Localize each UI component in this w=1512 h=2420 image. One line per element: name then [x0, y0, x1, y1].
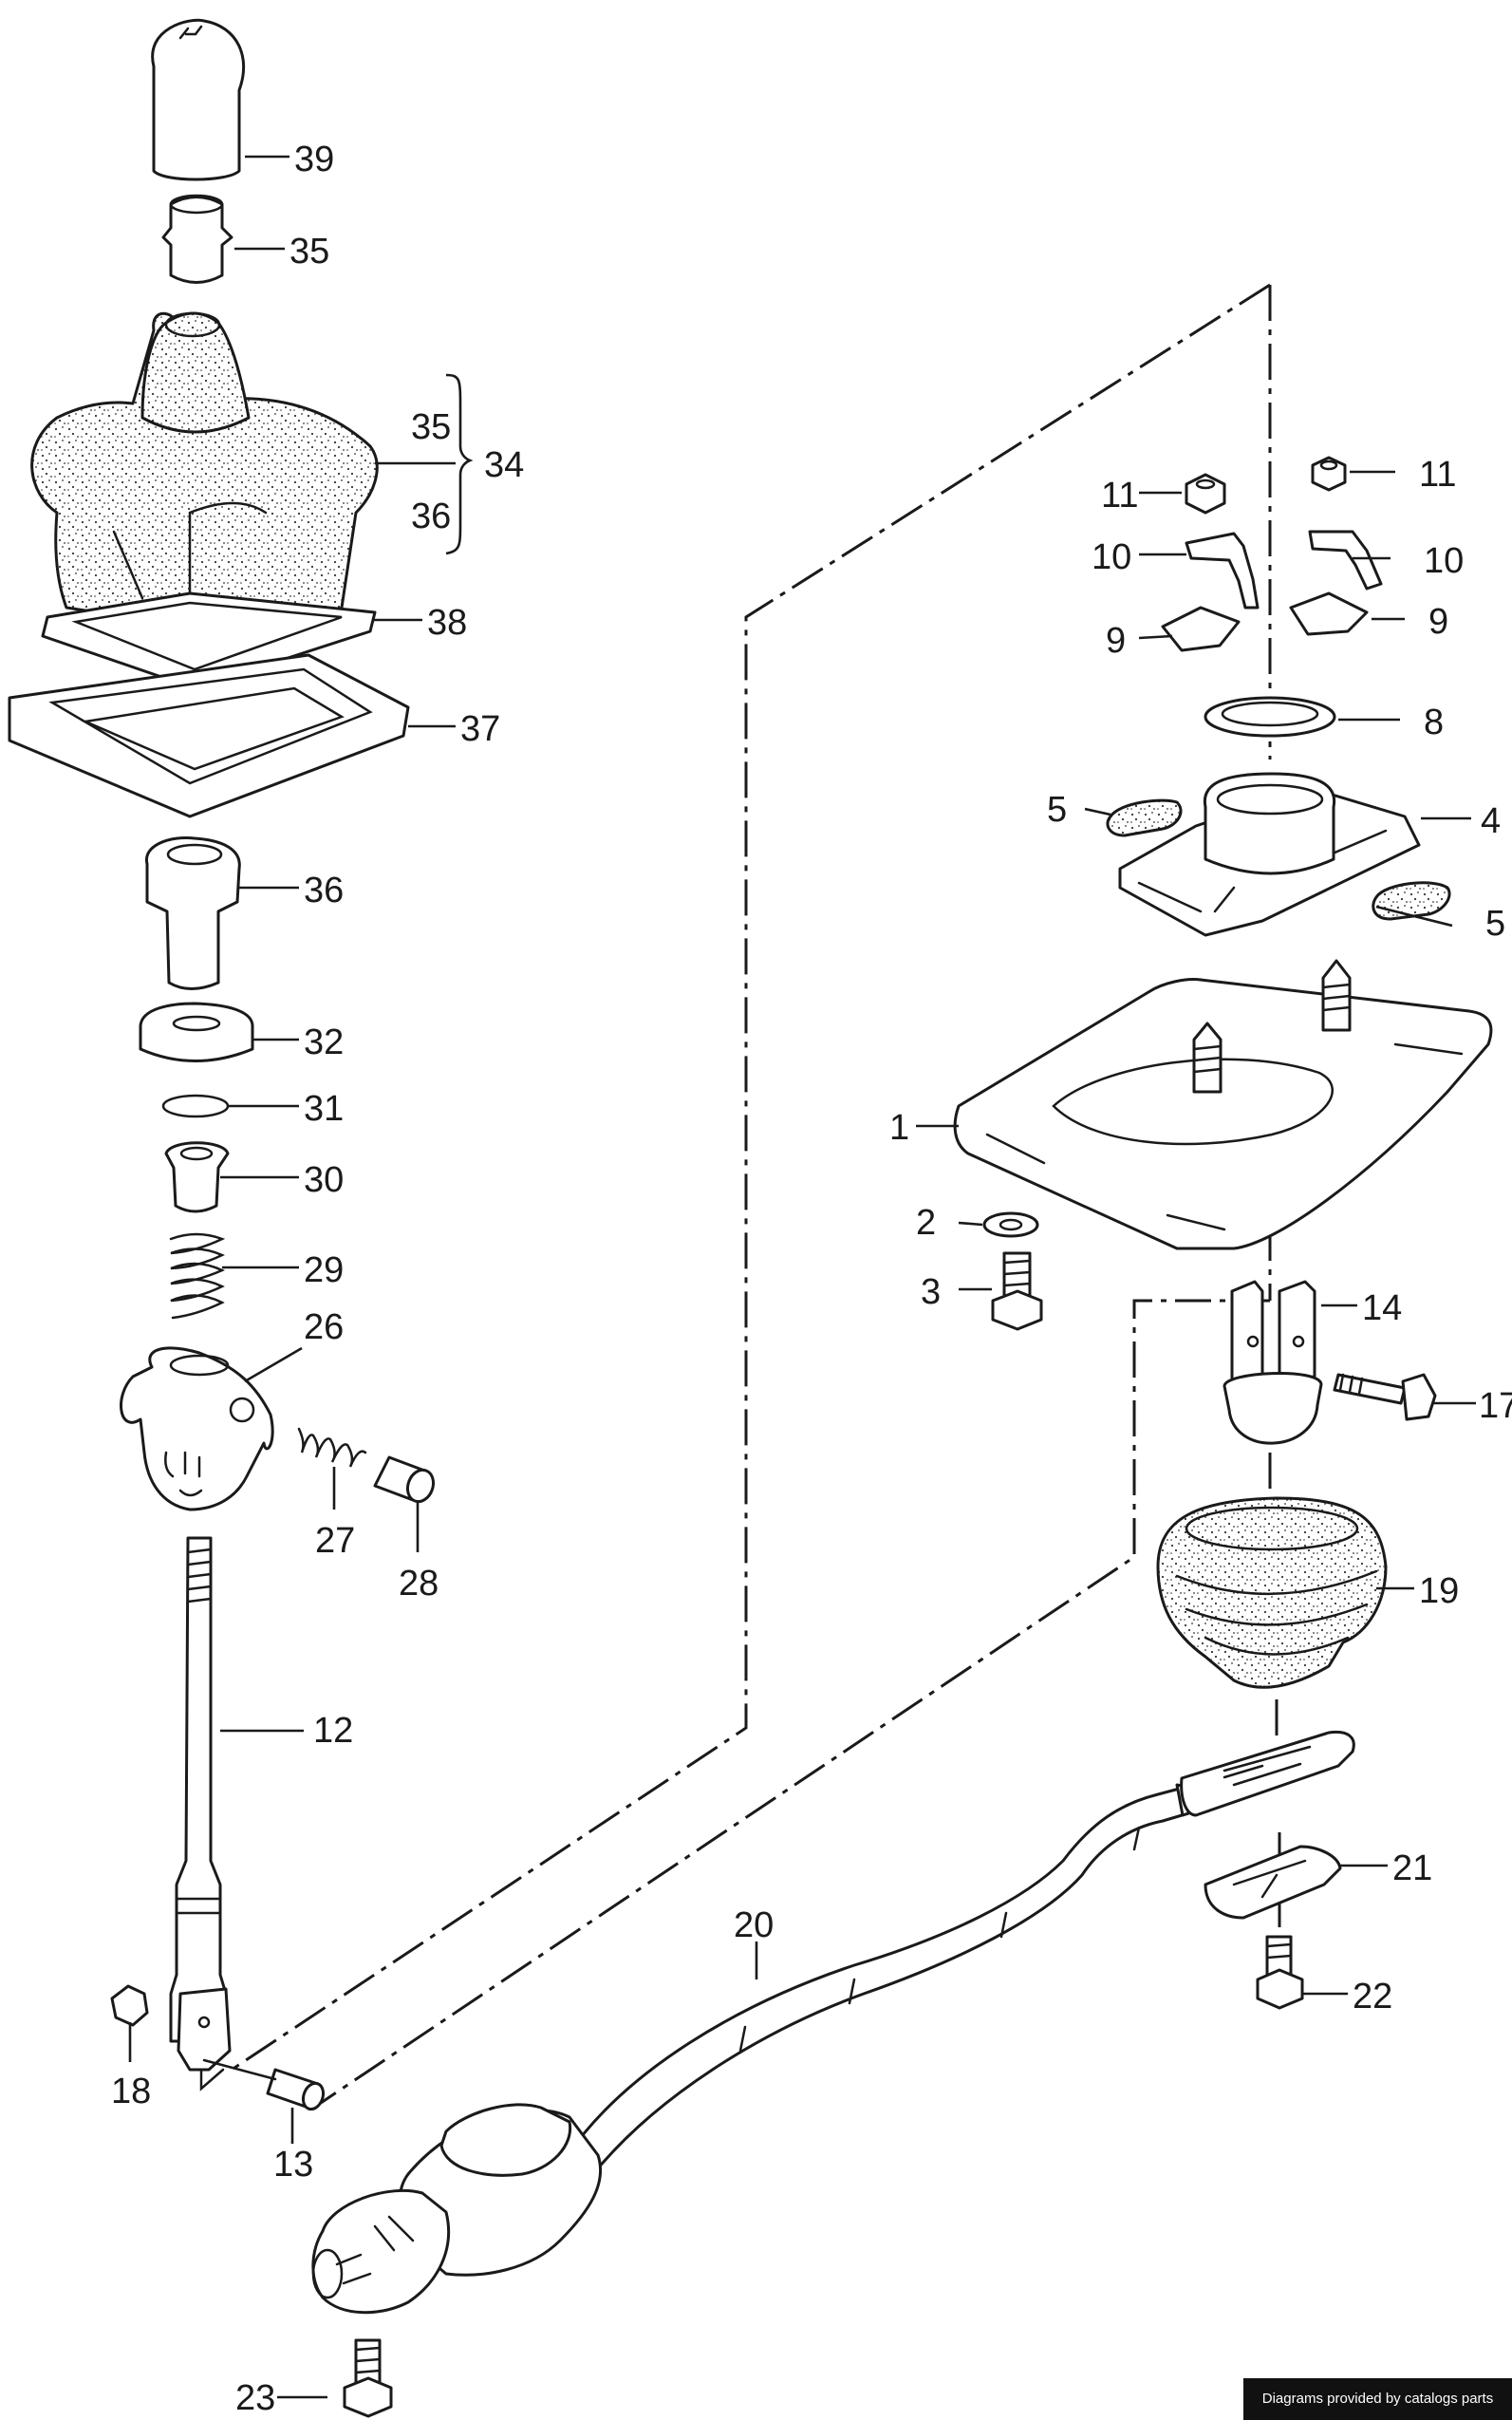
clevis-14-icon [1223, 1280, 1323, 1445]
label-9-right: 9 [1428, 602, 1448, 642]
label-12: 12 [313, 1711, 353, 1751]
boot-19-icon [1156, 1496, 1388, 1689]
bolt-22-icon [1256, 1935, 1304, 2010]
label-34-36: 36 [411, 497, 451, 536]
label-8: 8 [1424, 703, 1444, 742]
clip-9-left-icon [1161, 606, 1241, 652]
label-4: 4 [1481, 801, 1501, 841]
bushing-36-icon [145, 835, 241, 990]
spring-27-icon [297, 1427, 367, 1468]
washer-2-icon [982, 1211, 1039, 1238]
label-9-left: 9 [1106, 621, 1126, 661]
nut-11-left-icon [1185, 473, 1226, 515]
label-32: 32 [304, 1022, 344, 1062]
label-37: 37 [460, 709, 500, 749]
pad-5-right-icon [1372, 881, 1451, 921]
base-plate-1-icon [953, 978, 1493, 1250]
label-10-right: 10 [1424, 541, 1464, 581]
callout-labels: 39 35 35 34 36 38 37 36 32 31 30 29 26 2… [111, 140, 1512, 2418]
label-27: 27 [315, 1521, 355, 1561]
assembly-line-lower [320, 1299, 1270, 2105]
label-21: 21 [1392, 1848, 1432, 1888]
label-35: 35 [289, 232, 329, 272]
circlip-31-icon [161, 1094, 230, 1118]
clip-9-right-icon [1289, 591, 1369, 636]
guide-plate-4-icon [1118, 772, 1421, 937]
bolt-3-icon [991, 1251, 1043, 1331]
sleeve-35-icon [161, 194, 233, 284]
leader-lines [128, 155, 1476, 2399]
ring-32-icon [139, 1002, 254, 1062]
label-36: 36 [304, 871, 344, 910]
frame-38-icon [41, 591, 377, 690]
pin-28-icon [373, 1455, 436, 1504]
label-22: 22 [1353, 1977, 1392, 2017]
shift-rod-icon [169, 1536, 232, 2072]
credit-banner: Diagrams provided by catalogs parts [1243, 2378, 1512, 2420]
nut-18-icon [110, 1984, 149, 2027]
label-11-left: 11 [1101, 476, 1138, 516]
guide-30-icon [164, 1141, 230, 1213]
clip-21-icon [1204, 1845, 1342, 1920]
lever-end-icon [311, 2103, 603, 2315]
label-31: 31 [304, 1089, 344, 1129]
rod-link-line [202, 2058, 277, 2081]
pin-13-icon [266, 2068, 326, 2111]
label-20: 20 [734, 1905, 774, 1945]
label-39: 39 [294, 140, 334, 179]
label-3: 3 [921, 1272, 941, 1312]
label-13: 13 [273, 2145, 313, 2185]
label-38: 38 [427, 603, 467, 643]
shift-knob-icon [151, 18, 246, 181]
label-34: 34 [484, 445, 524, 485]
label-23: 23 [235, 2378, 275, 2418]
label-18: 18 [111, 2072, 151, 2111]
label-11-right: 11 [1419, 455, 1456, 495]
label-28: 28 [399, 1564, 439, 1604]
bracket-10-left-icon [1185, 532, 1260, 610]
label-14: 14 [1362, 1288, 1402, 1328]
pad-5-left-icon [1106, 798, 1183, 837]
frame-37-icon [8, 653, 410, 818]
label-17: 17 [1479, 1386, 1512, 1426]
bolt-17-icon [1333, 1373, 1437, 1421]
screw-right-icon [1321, 959, 1352, 1032]
label-34-35: 35 [411, 407, 451, 447]
label-2: 2 [916, 1203, 936, 1243]
shift-housing-icon [120, 1346, 274, 1511]
label-5-right: 5 [1485, 904, 1505, 944]
rod-bracket [199, 2068, 225, 2092]
screw-left-icon [1192, 1022, 1223, 1094]
label-5-left: 5 [1047, 790, 1067, 830]
bracket-10-right-icon [1308, 530, 1383, 591]
label-10-left: 10 [1092, 537, 1131, 577]
assembly-line-upper [231, 283, 1271, 2072]
label-30: 30 [304, 1160, 344, 1200]
label-29: 29 [304, 1250, 344, 1290]
spring-29-icon [169, 1232, 226, 1320]
shift-lever-20-icon [566, 1730, 1355, 2176]
label-19: 19 [1419, 1571, 1459, 1611]
nut-11-right-icon [1311, 456, 1347, 492]
label-1: 1 [889, 1108, 909, 1148]
gear-boot-icon [30, 311, 379, 632]
label-26: 26 [304, 1307, 344, 1347]
bolt-23-icon [343, 2338, 393, 2418]
ring-8-icon [1204, 696, 1336, 738]
